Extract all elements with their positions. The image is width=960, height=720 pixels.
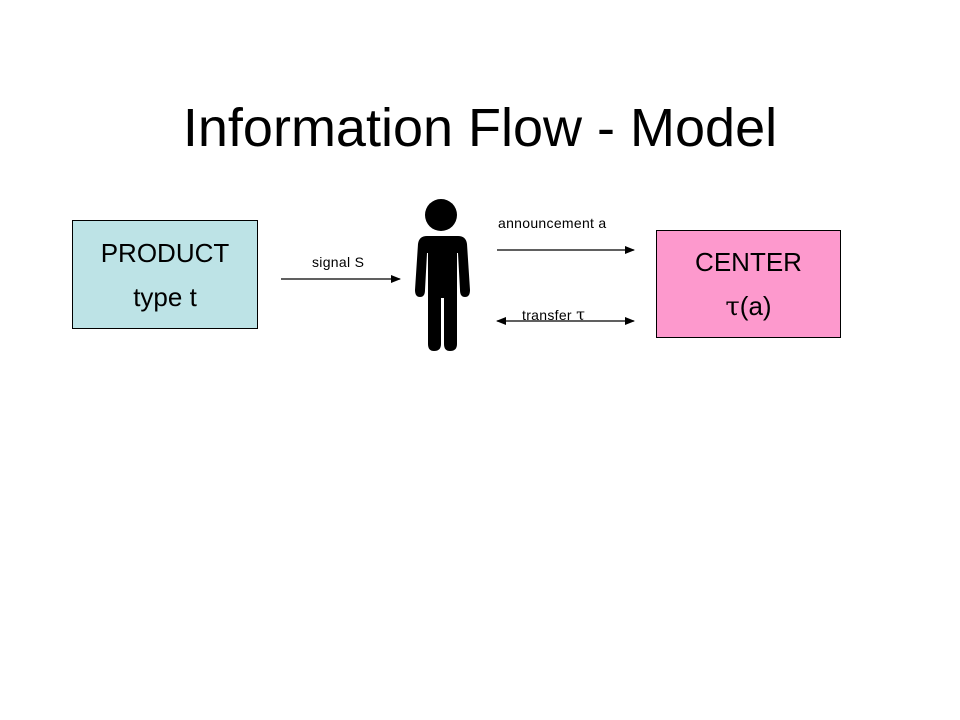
- signal-label: signal S: [312, 254, 365, 270]
- center-box: CENTER τ(a): [656, 230, 841, 338]
- transfer-tau-symbol: τ: [576, 305, 586, 324]
- product-box-title: PRODUCT: [100, 237, 230, 268]
- slide-title: Information Flow - Model: [182, 98, 778, 158]
- announcement-label: announcement a: [498, 215, 607, 231]
- product-box-type: type t: [133, 281, 197, 312]
- center-box-formula: τ(a): [725, 291, 771, 322]
- person-icon: [408, 199, 470, 351]
- center-box-formula-arg: (a): [739, 290, 772, 321]
- product-box: PRODUCT type t: [72, 220, 258, 329]
- tau-symbol: τ: [725, 291, 740, 322]
- center-box-title: CENTER: [695, 246, 802, 277]
